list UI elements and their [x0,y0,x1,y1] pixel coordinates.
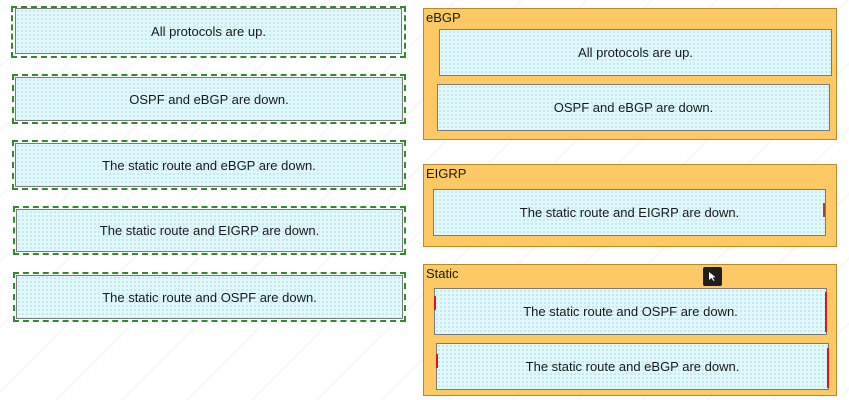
answer-card-1[interactable]: All protocols are up. [15,8,402,54]
static-card-2[interactable]: The static route and eBGP are down. [436,343,829,390]
group-ebgp-label: eBGP [426,10,461,25]
answer-card-2[interactable]: OSPF and eBGP are down. [15,77,403,121]
error-mark-left-1 [434,296,436,310]
ebgp-card-2[interactable]: OSPF and eBGP are down. [437,84,830,131]
eigrp-scroll-mark [823,203,825,217]
answer-slot-5[interactable] [13,272,406,322]
answer-slot-1[interactable] [11,6,406,58]
static-card-1[interactable]: The static route and OSPF are down. [434,288,827,335]
answer-card-5[interactable]: The static route and OSPF are down. [16,275,403,319]
error-mark-right-1 [825,292,827,332]
eigrp-card-1[interactable]: The static route and EIGRP are down. [433,189,826,236]
answer-card-3[interactable]: The static route and eBGP are down. [15,143,403,187]
ebgp-card-1[interactable]: All protocols are up. [439,29,832,76]
answer-card-4[interactable]: The static route and EIGRP are down. [16,209,403,252]
group-eigrp-label: EIGRP [426,166,467,181]
error-mark-left-2 [436,354,438,368]
answer-slot-2[interactable] [12,74,406,124]
error-mark-right-2 [827,348,829,388]
group-static-label: Static [426,266,459,281]
answer-slot-3[interactable] [12,140,406,190]
mouse-cursor-icon [703,267,722,286]
answer-slot-4[interactable] [13,206,406,255]
